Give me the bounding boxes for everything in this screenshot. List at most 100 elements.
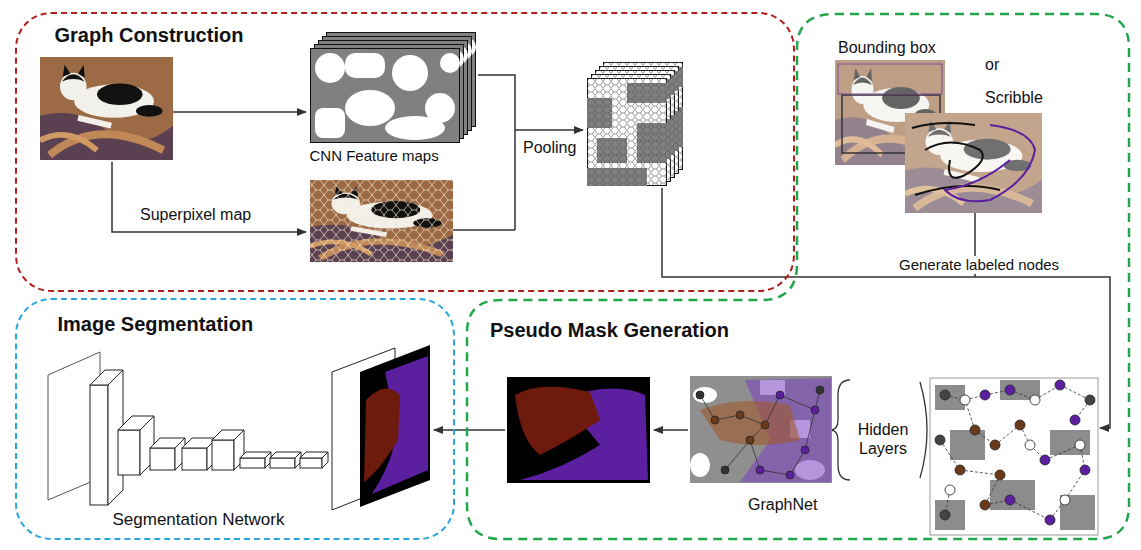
graphnet-image-part-part xyxy=(760,470,790,475)
connector-lines-part xyxy=(173,111,306,113)
graph-nodes-image-part-part xyxy=(1040,455,1050,465)
segmentation-network-figure-part xyxy=(360,345,430,507)
segmentation-network-figure-part-part xyxy=(212,440,234,470)
segmentation-network-figure-part xyxy=(90,348,395,510)
graphnet-image-part xyxy=(690,453,710,477)
graph-nodes-image-part-part xyxy=(1080,465,1090,475)
graph-nodes-image-part-part xyxy=(940,440,960,470)
connector-lines-part xyxy=(453,75,515,230)
graph-nodes-image-part-part xyxy=(980,500,990,510)
graphnet-image-part-part xyxy=(750,440,760,470)
graph-nodes-image-part-part xyxy=(1045,445,1080,460)
graph-nodes-image-part-part xyxy=(970,425,980,435)
graph-nodes-image-part-part xyxy=(1085,395,1095,405)
graph-nodes-image-part-part xyxy=(1015,420,1025,430)
graph-nodes-image-part-part xyxy=(1045,515,1055,525)
graphnet-image-part xyxy=(690,376,832,483)
caption-text: Bounding box xyxy=(838,38,936,57)
region-title: Graph Construction xyxy=(55,23,244,47)
caption-text: GraphNet xyxy=(748,495,817,514)
graph-construction-region: Graph ConstructionCNN Feature maps xyxy=(15,12,795,292)
pseudo-mask-image-part xyxy=(515,387,600,455)
hidden-layers-bracket-part xyxy=(920,382,927,478)
graphnet-image-part-part xyxy=(786,471,794,479)
graph-nodes-image-part-part xyxy=(960,395,970,405)
caption-text: CNN Feature maps xyxy=(310,147,439,165)
segmentation-network-figure-part-part xyxy=(182,448,207,470)
scribble-image-part xyxy=(905,113,1042,213)
graph-nodes-image-part-part xyxy=(955,465,965,475)
graphnet-image-part-part xyxy=(736,411,744,419)
annotation-label: Superpixel map xyxy=(140,205,251,224)
superpixel-map xyxy=(310,180,453,262)
image-segmentation-region: Image SegmentationSegmentation Network xyxy=(15,298,455,540)
region-title: Pseudo Mask Generation xyxy=(490,318,729,342)
graph-nodes-image-part-part xyxy=(940,390,950,400)
graph-nodes-image-part xyxy=(930,378,1098,535)
segmentation-network-figure-part xyxy=(364,389,400,482)
graph-nodes-image xyxy=(930,378,1098,535)
annotation-label: Generate labeled nodes xyxy=(897,256,1061,274)
graph-nodes-image-part-part xyxy=(940,510,950,520)
graph-nodes-image-part-part xyxy=(1025,440,1035,450)
pooled-maps xyxy=(587,62,683,186)
hidden-layers-bracket xyxy=(830,380,927,480)
graph-nodes-image-part xyxy=(990,480,1035,510)
graph-nodes-image-part-part xyxy=(1060,495,1070,505)
graphnet-image-part-part xyxy=(746,436,754,444)
graph-nodes-image-part-part xyxy=(1010,500,1050,520)
segmentation-network-figure-part-part xyxy=(240,458,265,468)
pseudo-mask-image-part xyxy=(507,377,650,483)
superpixel-map-part xyxy=(310,180,453,262)
segmentation-network-figure-part-part xyxy=(300,458,322,468)
segmentation-network-figure-part-part xyxy=(150,448,175,470)
graphnet-image-part-part xyxy=(765,395,780,425)
graph-nodes-image-part-part xyxy=(1005,385,1015,395)
connector-lines-part xyxy=(112,162,306,232)
graph-nodes-image-part-part xyxy=(1055,380,1065,390)
graphnet-image-part-part xyxy=(776,391,784,399)
segmentation-network-figure-part-part xyxy=(322,452,328,468)
graph-nodes-image-part-part xyxy=(945,485,955,495)
region-title: Image Segmentation xyxy=(58,312,254,336)
segmentation-network-figure xyxy=(40,345,430,510)
scribble-panel: Scribble xyxy=(903,86,1047,216)
graphnet-image-part-part xyxy=(805,410,815,450)
caption-text: Segmentation Network xyxy=(113,510,285,530)
graph-nodes-image-part xyxy=(940,385,1090,520)
hidden-layers-bracket-part xyxy=(830,380,850,480)
bounding-box-image-part xyxy=(838,64,942,94)
graph-nodes-image-part xyxy=(1050,430,1090,455)
feature-map-stack: CNN Feature maps xyxy=(302,40,487,170)
scribble-image-part xyxy=(905,113,1042,213)
graph-nodes-image-part-part xyxy=(1070,415,1080,425)
graphnet-image-part-part xyxy=(801,446,809,454)
annotation-label: or xyxy=(985,55,999,74)
graphnet-image-part-part xyxy=(711,416,719,424)
segmentation-network-figure-part-part xyxy=(118,430,140,475)
connector-lines-part xyxy=(434,429,505,431)
cat-photo-part xyxy=(40,57,173,160)
graphnet-image-part-part xyxy=(696,391,704,399)
graphnet-image-part xyxy=(693,387,717,403)
graphnet-image-part xyxy=(696,386,824,479)
graphnet-image-part-part xyxy=(811,406,819,414)
graph-nodes-image-part-part xyxy=(935,435,945,445)
graphnet-image-part-part xyxy=(816,386,824,394)
graph-nodes-image-part xyxy=(1060,495,1095,530)
graph-nodes-image-part-part xyxy=(980,390,990,400)
graph-nodes-image-part-part xyxy=(1005,495,1015,505)
graphnet-image-part-part xyxy=(721,466,729,474)
graph-nodes-image-part-part xyxy=(1030,395,1040,405)
connector-lines-part xyxy=(515,129,583,131)
graph-nodes-image-part xyxy=(935,500,965,530)
annotation-label: Pooling xyxy=(523,138,576,157)
graphnet-panel: GraphNet xyxy=(688,372,836,518)
graphnet-image xyxy=(690,376,832,483)
cat-photo xyxy=(40,57,173,160)
segmentation-network: Segmentation Network xyxy=(40,335,435,535)
superpixel-map-part xyxy=(310,180,453,262)
pseudo-mask-region: Pseudo Mask Generation Bounding boxScribb… xyxy=(465,12,1132,542)
